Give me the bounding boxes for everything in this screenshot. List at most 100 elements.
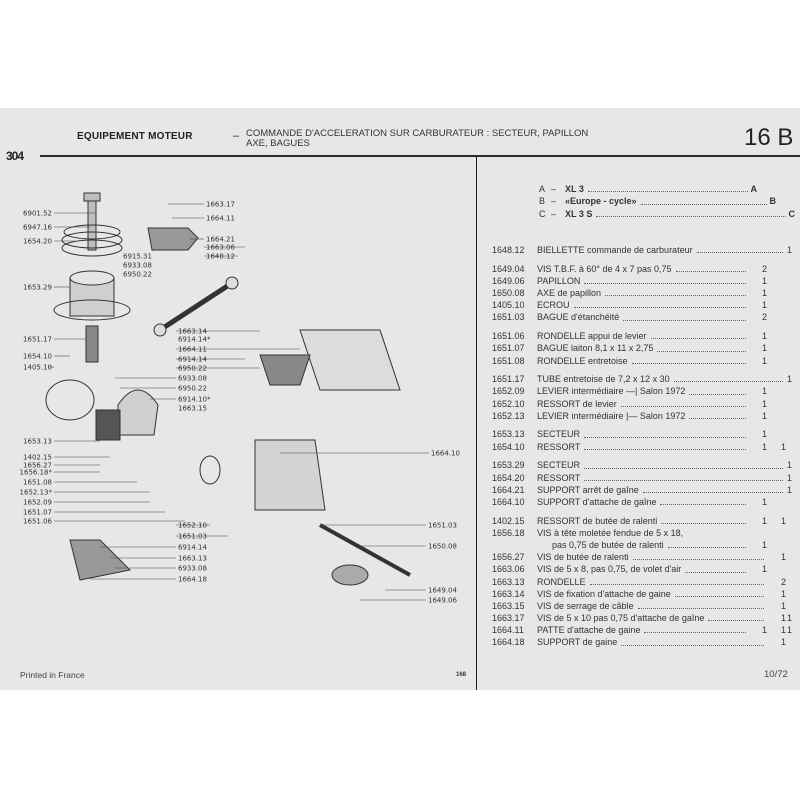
callout-label: 1650.08 <box>428 543 457 551</box>
part-quantity-b <box>767 342 786 354</box>
part-quantity-a: 1 <box>761 515 767 526</box>
callout-label: 1664.18 <box>178 576 207 584</box>
part-description: VIS de fixation d'attache de gaine <box>537 588 767 600</box>
part-quantity-b: 1 <box>780 552 786 563</box>
leader-dots <box>689 393 746 395</box>
leader-dots <box>584 479 783 481</box>
part-description-text: SUPPORT de gaine <box>537 637 618 648</box>
part-reference: 1663.06 <box>492 564 525 575</box>
part-reference: 1653.13 <box>492 429 525 440</box>
part-quantity-b <box>767 385 786 397</box>
part-quantity-b: 2 <box>780 576 786 587</box>
part-quantity-c: 1 <box>786 374 792 385</box>
part-description-text: pas 0,75 de butée de ralenti <box>537 539 664 550</box>
tube-shape <box>85 325 99 363</box>
part-description-text: LEVIER intermédiaire |— Salon 1972 <box>537 410 686 421</box>
part-quantity-a: 2 <box>761 263 767 274</box>
part-quantity-c: 1 <box>786 245 792 255</box>
part-description: RESSORT <box>537 472 786 484</box>
part-description-text: RONDELLE entretoise <box>537 355 628 366</box>
part-description: VIS de serrage de câble <box>537 600 767 612</box>
part-quantity-c <box>786 410 792 422</box>
leader-dots <box>685 571 746 573</box>
part-quantity-c <box>786 299 792 311</box>
part-reference <box>492 539 537 551</box>
part-quantity-a: 1 <box>761 496 767 507</box>
part-description: BIELLETTE commande de carburateur <box>537 244 786 256</box>
leader-dots <box>708 619 764 622</box>
callout-label: 1652.13* <box>20 489 53 497</box>
part-reference: 1652.13 <box>492 410 525 421</box>
part-quantity-b <box>767 496 786 508</box>
part-description-text: SUPPORT d'attache de gaîne <box>537 496 657 507</box>
part-description-text: PATTE d'attache de gaine <box>537 625 641 636</box>
leader-dots <box>589 583 764 585</box>
leader-dots <box>631 362 746 364</box>
leader-dots <box>621 644 764 646</box>
part-quantity-b: 1 <box>780 625 786 636</box>
part-quantity-c: 1 <box>786 460 792 471</box>
callout-label: 1653.29 <box>23 284 52 292</box>
lever-sector-shape <box>117 389 159 436</box>
part-quantity-b <box>767 355 786 367</box>
variant-name: XL 3 S <box>565 208 593 219</box>
part-reference: 1405.10 <box>492 300 525 311</box>
bolt-shape <box>87 197 97 251</box>
part-description: PATTE d'attache de gaine <box>537 624 749 636</box>
callout-label: 1651.03 <box>178 533 207 541</box>
callout-label: 6915.31 <box>123 253 152 261</box>
throttle-shaft-shape <box>319 523 411 577</box>
leader-dots <box>644 631 746 634</box>
part-quantity-c <box>786 551 792 563</box>
part-description-text: BIELLETTE commande de carburateur <box>537 245 693 255</box>
callout-label: 6933.08 <box>178 565 207 573</box>
lever-spring-shape <box>199 455 221 485</box>
part-quantity-a: 1 <box>761 441 767 452</box>
part-quantity-c: 1 <box>786 613 792 624</box>
subtitle-line-2: AXE, BAGUES <box>246 138 310 149</box>
part-reference: 1651.03 <box>492 312 525 323</box>
part-description: VIS à tête moletée fendue de 5 x 18, <box>537 527 749 539</box>
sector-top-shape <box>69 270 115 286</box>
part-description: AXE de papillon <box>537 287 749 299</box>
carburetor-top-shape <box>299 329 401 391</box>
part-description-text: SECTEUR <box>537 460 581 471</box>
callout-label: 6950.22 <box>123 271 152 279</box>
subtitle-line-1: COMMANDE D'ACCELERATION SUR CARBURATEUR … <box>246 128 589 139</box>
callout-label: 1652.09 <box>23 499 52 507</box>
diagram-parts <box>45 192 411 586</box>
part-quantity-c <box>786 428 792 440</box>
leader-dots <box>689 417 746 419</box>
part-description: SUPPORT de gaine <box>537 636 767 648</box>
part-quantity-b <box>767 299 786 311</box>
part-description: VIS de 5 x 10 pas 0,75 d'attache de gaîn… <box>537 612 767 624</box>
callout-label: 1651.03 <box>428 522 457 530</box>
variant-letter: A <box>539 184 546 194</box>
part-description-text: TUBE entretoise de 7,2 x 12 x 30 <box>537 374 670 385</box>
part-description-text: RESSORT <box>537 472 581 483</box>
callout-label: 1651.07 <box>23 509 52 517</box>
leader-dots <box>623 319 746 321</box>
leader-dots <box>632 558 764 561</box>
callout-label: 1652.10 <box>178 522 207 530</box>
sector-drum-shape <box>95 409 121 441</box>
part-quantity-c <box>786 496 792 508</box>
part-quantity-a: 1 <box>761 625 767 636</box>
callout-label: 6933.08 <box>178 375 207 383</box>
part-reference: 1654.20 <box>492 472 525 483</box>
variant-dash: – <box>551 196 557 207</box>
linkage-rod-shape <box>158 280 234 333</box>
leader-dots <box>605 294 746 297</box>
part-quantity-b <box>767 563 786 575</box>
part-reference: 1663.14 <box>492 588 525 599</box>
sector-base-shape <box>53 299 131 321</box>
